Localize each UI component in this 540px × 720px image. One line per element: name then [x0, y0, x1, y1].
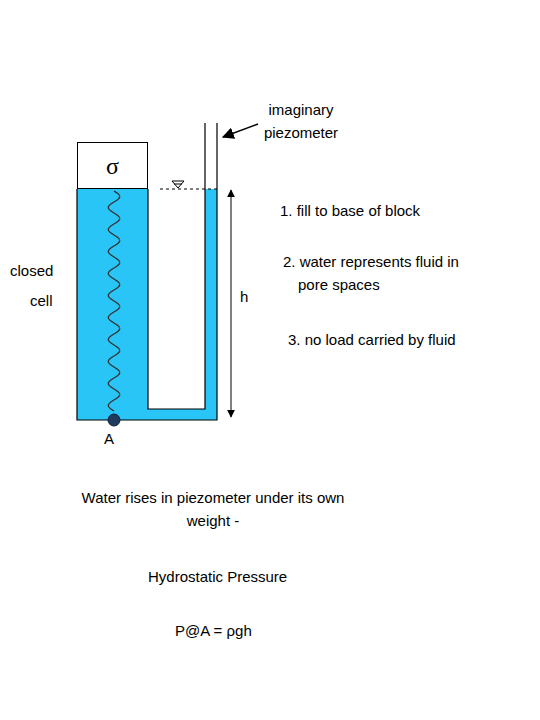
cell-label: cell: [30, 289, 80, 312]
callout-label: imaginary piezometer: [246, 98, 356, 144]
cell-outer-wall: [77, 123, 217, 420]
heading: Hydrostatic Pressure: [148, 565, 348, 588]
pore-water: [77, 189, 217, 420]
stress-symbol: σ: [106, 154, 119, 178]
note: 3. no load carried by fluid: [288, 328, 468, 351]
water-level-symbol-bar: [174, 184, 182, 185]
spring-coil: [108, 191, 119, 411]
piezometer-leader: [223, 124, 258, 137]
water-level-symbol: [172, 181, 184, 188]
cell-label: closed: [10, 259, 80, 282]
point-label: A: [104, 427, 124, 450]
note: 1. fill to base of block: [280, 199, 510, 222]
spring: [108, 191, 119, 411]
point-a: [108, 414, 120, 426]
description: Water rises in piezometer under its own …: [58, 486, 368, 532]
load-block: σ: [77, 142, 148, 189]
dimension-label: h: [240, 285, 260, 308]
equation: P@A = ρgh: [175, 619, 335, 642]
height-dimension: [231, 190, 232, 417]
note: 2. water represents fluid in pore spaces: [283, 250, 463, 296]
water-level-line: [160, 189, 217, 190]
cell-inner-wall: [148, 123, 205, 409]
